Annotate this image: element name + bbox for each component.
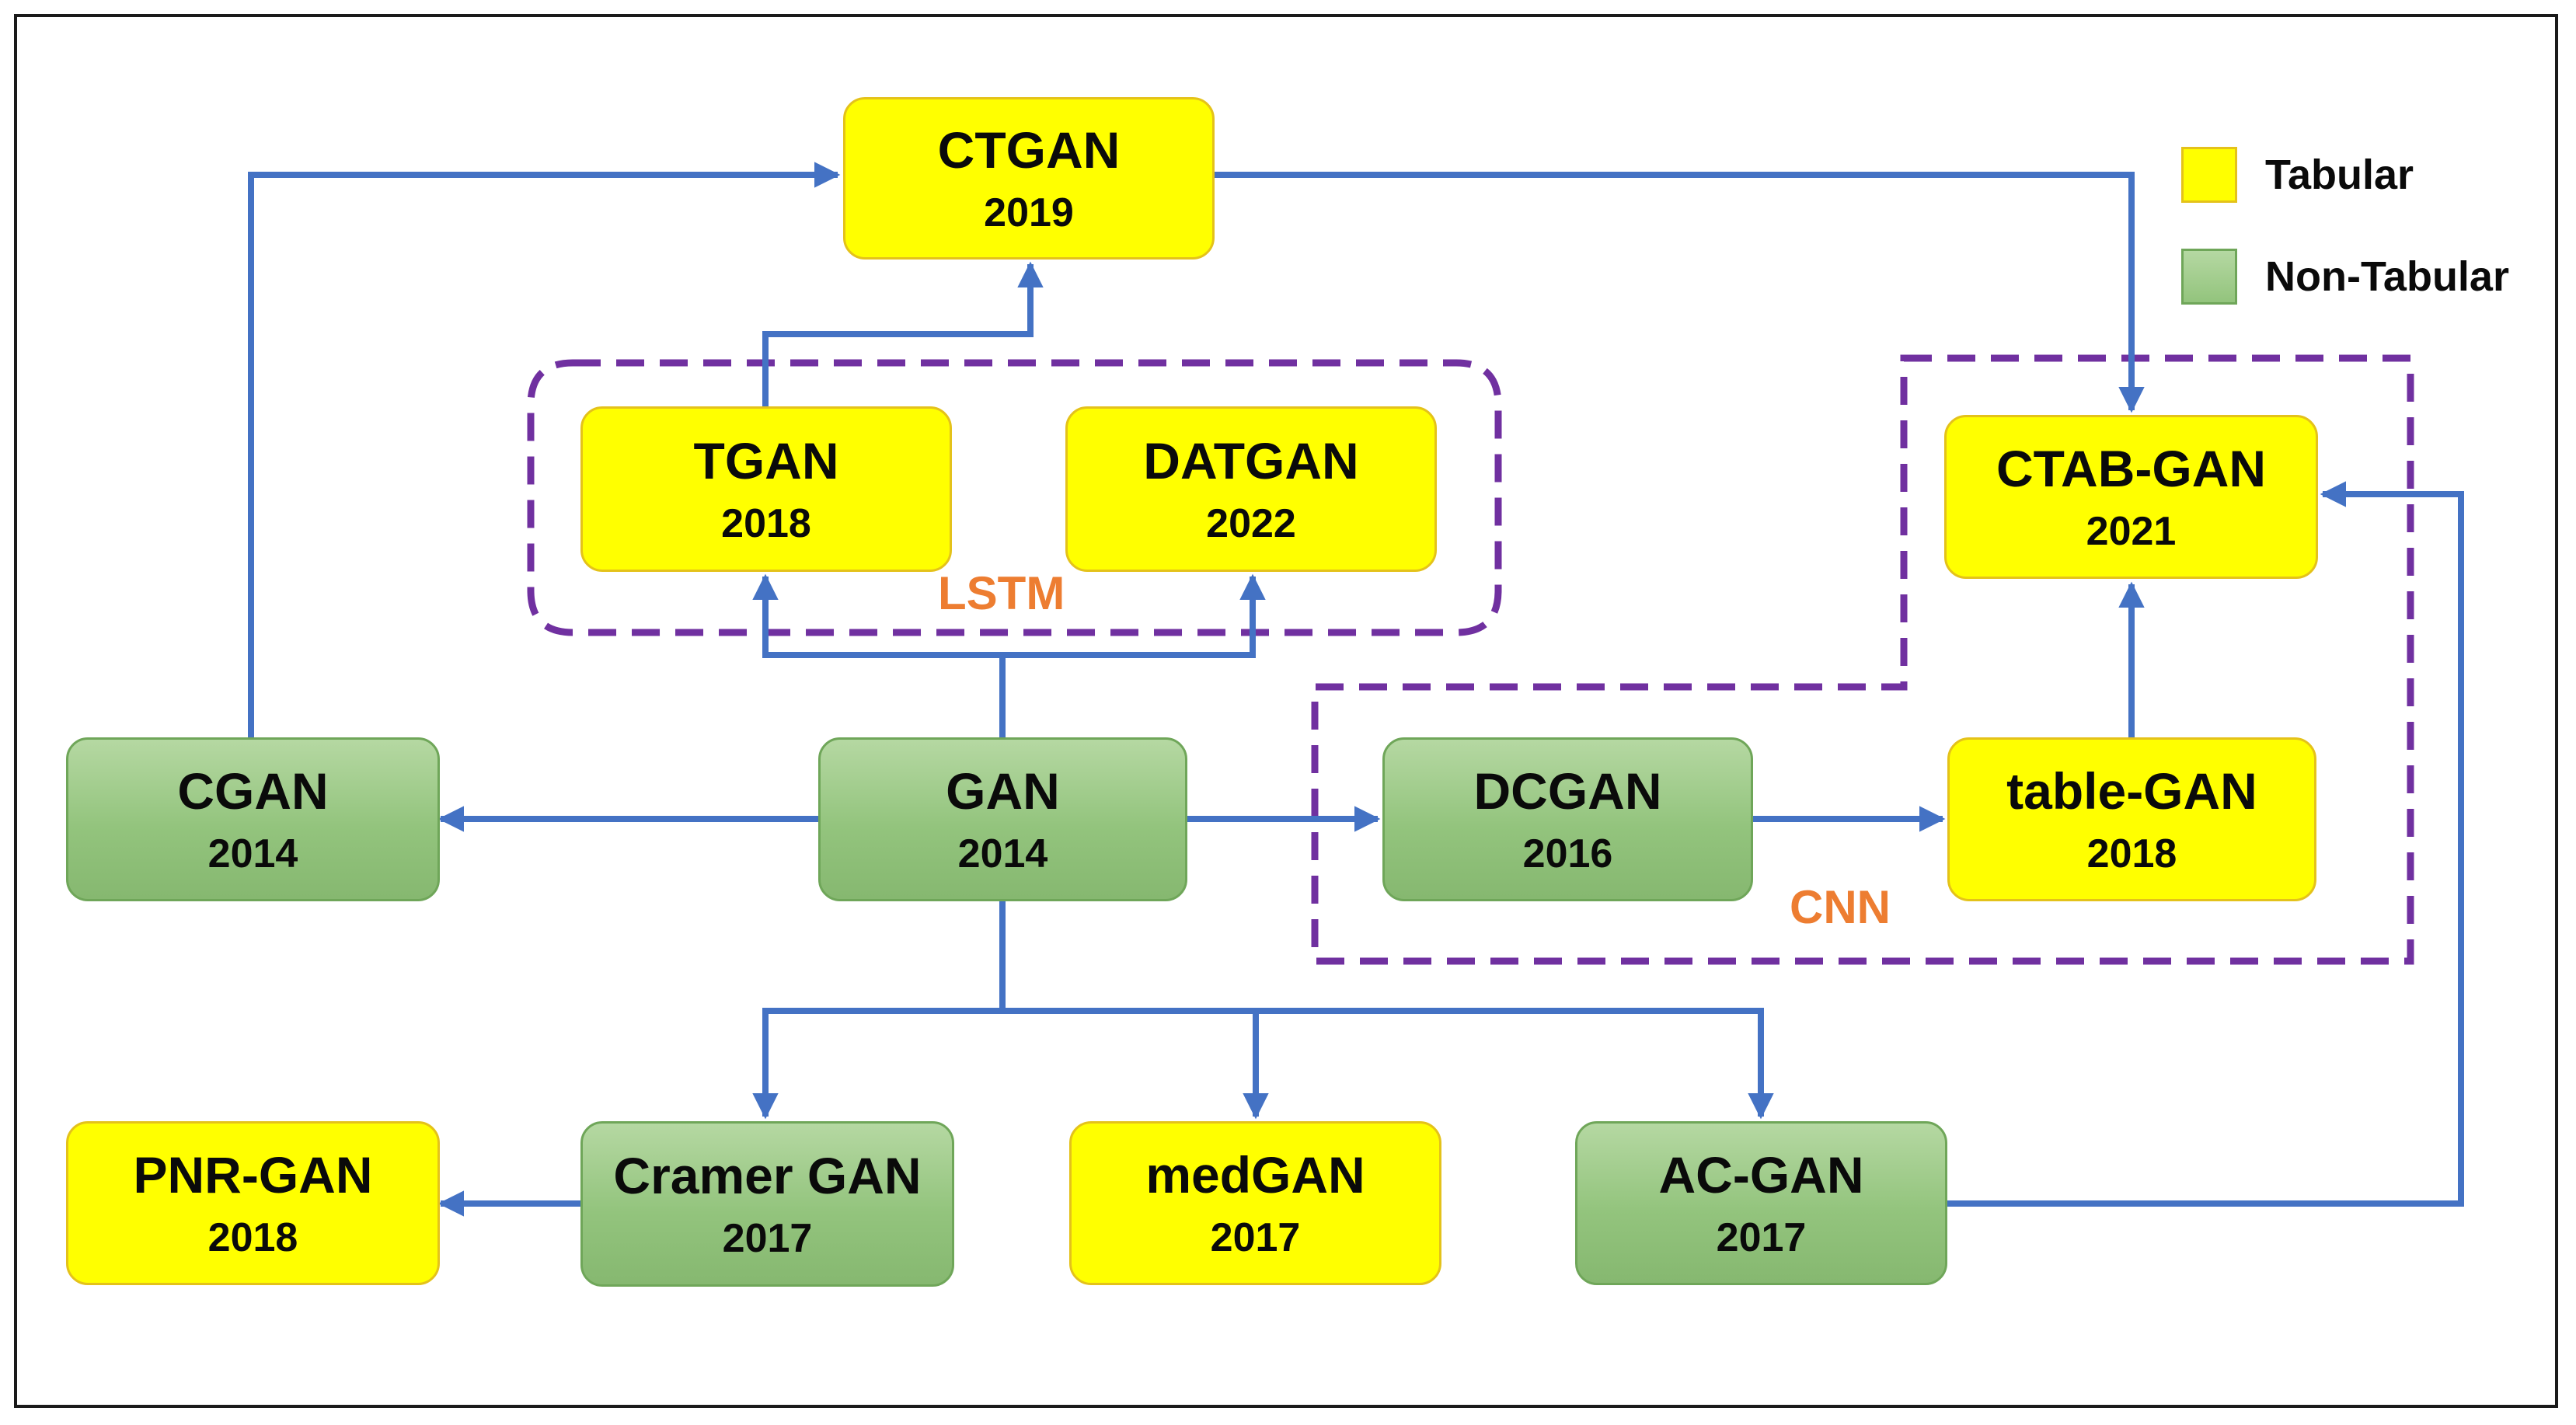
node-name: DCGAN xyxy=(1473,761,1662,820)
legend-label-tabular: Tabular xyxy=(2265,152,2414,198)
edge-gan-datgan xyxy=(1002,573,1266,658)
edge-ctgan-ctabgan xyxy=(1215,172,2145,413)
node-year: 2017 xyxy=(1210,1214,1301,1260)
lstm-group-outline xyxy=(527,359,1502,636)
edge-acgan-ctabgan xyxy=(1947,481,2464,1207)
node-cgan: CGAN 2014 xyxy=(66,737,440,901)
node-year: 2018 xyxy=(2086,831,2177,876)
cnn-group-label: CNN xyxy=(1790,881,1891,933)
legend-swatch-non-tabular xyxy=(2181,249,2237,305)
node-ctgan: CTGAN 2019 xyxy=(843,97,1215,260)
node-datgan: DATGAN 2022 xyxy=(1065,406,1437,572)
node-medgan: medGAN 2017 xyxy=(1069,1121,1441,1285)
node-year: 2021 xyxy=(2086,508,2177,554)
node-name: AC-GAN xyxy=(1658,1145,1864,1204)
node-year: 2019 xyxy=(984,190,1074,235)
legend-tabular: Tabular xyxy=(2181,147,2414,203)
node-year: 2017 xyxy=(1716,1214,1807,1260)
node-table-gan: table-GAN 2018 xyxy=(1947,737,2316,901)
lstm-group-label: LSTM xyxy=(938,567,1065,619)
node-year: 2014 xyxy=(207,831,298,876)
legend-swatch-tabular xyxy=(2181,147,2237,203)
edge-gan-acgan xyxy=(1256,1008,1774,1120)
node-name: TGAN xyxy=(693,431,839,490)
node-name: CTGAN xyxy=(937,120,1121,179)
node-cramer-gan: Cramer GAN 2017 xyxy=(580,1121,954,1287)
node-name: GAN xyxy=(946,761,1060,820)
node-dcgan: DCGAN 2016 xyxy=(1382,737,1753,901)
node-ac-gan: AC-GAN 2017 xyxy=(1575,1121,1947,1285)
edge-gan-tgan xyxy=(752,573,1006,737)
edge-gan-cramergan xyxy=(752,901,1006,1120)
edge-gan-medgan xyxy=(1002,1008,1269,1120)
edge-tgan-ctgan xyxy=(762,261,1044,406)
diagram-frame xyxy=(14,14,2558,1408)
node-name: medGAN xyxy=(1145,1145,1365,1204)
node-name: table-GAN xyxy=(2006,761,2257,820)
node-name: PNR-GAN xyxy=(133,1145,373,1204)
node-gan: GAN 2014 xyxy=(818,737,1187,901)
node-name: Cramer GAN xyxy=(613,1146,922,1204)
node-pnr-gan: PNR-GAN 2018 xyxy=(66,1121,440,1285)
cnn-group-outline xyxy=(1311,354,2414,965)
node-name: CTAB-GAN xyxy=(1996,439,2267,497)
legend-non-tabular: Non-Tabular xyxy=(2181,249,2509,305)
node-year: 2022 xyxy=(1206,500,1296,546)
legend-label-non-tabular: Non-Tabular xyxy=(2265,253,2509,300)
edge-cgan-ctgan xyxy=(248,162,841,737)
node-year: 2018 xyxy=(721,500,811,546)
node-year: 2018 xyxy=(207,1214,298,1260)
node-year: 2016 xyxy=(1522,831,1613,876)
node-year: 2017 xyxy=(722,1215,813,1261)
node-name: CGAN xyxy=(177,761,329,820)
node-year: 2014 xyxy=(957,831,1048,876)
node-tgan: TGAN 2018 xyxy=(580,406,952,572)
node-name: DATGAN xyxy=(1143,431,1359,490)
node-ctab-gan: CTAB-GAN 2021 xyxy=(1944,415,2318,579)
